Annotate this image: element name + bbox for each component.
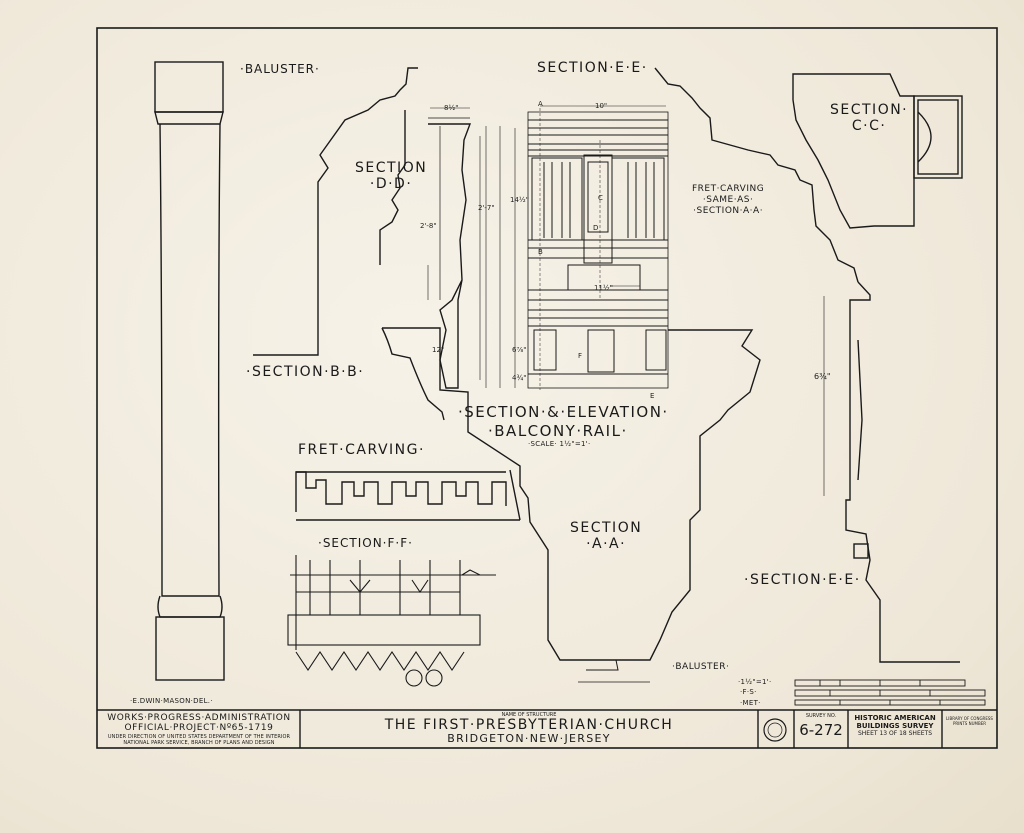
library-line2: PRINTS NUMBER — [952, 721, 987, 726]
sheet-info: SHEET 13 OF 18 SHEETS — [857, 730, 932, 737]
seal-graphic — [763, 718, 787, 742]
baluster-drawing — [154, 61, 225, 681]
label-section-aa: SECTION ·A·A· — [570, 520, 643, 552]
section-ee-top-profile — [654, 67, 859, 283]
agency-line3: UNDER DIRECTION OF UNITED STATES DEPARTM… — [107, 734, 291, 740]
balcony-rail-profile — [428, 123, 472, 389]
label-baluster-bottom: ·BALUSTER· — [672, 662, 730, 672]
scale-label-1: ·1½"=1'· — [738, 678, 772, 686]
label-section-cc: SECTION· C·C· — [830, 102, 909, 134]
dim-14-5: 14½" — [510, 196, 529, 204]
dim-10: 10" — [595, 102, 608, 110]
title-block-agency: WORKS·PROGRESS·ADMINISTRATION OFFICIAL·P… — [98, 713, 300, 746]
scale-label-2: ·F·S· — [740, 688, 757, 696]
survey-caption: SURVEY NO. — [805, 713, 837, 719]
label-balcony-rail: ·BALCONY·RAIL· — [488, 422, 628, 440]
label-section-ff: ·SECTION·F·F· — [318, 536, 413, 550]
letter-d: D — [593, 224, 599, 232]
label-section-elevation: ·SECTION·&·ELEVATION· — [458, 403, 669, 421]
section-bb-profile — [253, 67, 418, 356]
label-section-bb: ·SECTION·B·B· — [246, 364, 365, 380]
dim-6-3-4: 6¾" — [814, 372, 831, 381]
label-scale: ·SCALE· 1½"=1'· — [528, 440, 591, 448]
agency-line1: WORKS·PROGRESS·ADMINISTRATION — [107, 713, 291, 723]
structure-location: BRIDGETON·NEW·JERSEY — [447, 732, 611, 745]
label-section-ee-top: SECTION·E·E· — [537, 60, 648, 76]
letter-c: C — [598, 194, 603, 202]
label-section-ee-right: ·SECTION·E·E· — [744, 572, 861, 588]
label-fret-same: FRET·CARVING ·SAME·AS· ·SECTION·A·A· — [692, 184, 765, 216]
title-block-survey: SURVEY NO. 6-272 — [794, 713, 848, 741]
dim-2-7: 2'-7" — [478, 204, 495, 212]
sheet-border — [96, 27, 998, 749]
habs-line2: BUILDINGS SURVEY — [856, 722, 934, 730]
section-aa-outline — [382, 327, 761, 661]
agency-line4: NATIONAL PARK SERVICE, BRANCH OF PLANS A… — [123, 740, 275, 746]
dim-11-5: 11½" — [594, 284, 613, 292]
label-baluster-top: ·BALUSTER· — [240, 62, 320, 76]
balcony-rail-elevation — [527, 111, 669, 389]
structure-name: THE FIRST·PRESBYTERIAN·CHURCH — [384, 717, 674, 733]
letter-a: A — [538, 100, 543, 108]
library-line1: LIBRARY OF CONGRESS — [946, 716, 993, 721]
fret-carving-pattern — [295, 471, 507, 512]
section-cc-outline — [792, 73, 915, 229]
dim-12: 12" — [432, 346, 445, 354]
section-ee-right-profile — [845, 281, 960, 663]
dim-8-5: 8½" — [444, 104, 459, 112]
name-caption: NAME OF STRUCTURE — [501, 712, 557, 718]
letter-b: B — [538, 248, 543, 256]
label-delineator: ·E.DWIN·MASON·DEL.· — [130, 697, 213, 705]
section-ff-drawing — [287, 555, 496, 687]
habs-line1: HISTORIC AMERICAN — [854, 714, 936, 722]
dim-6-7-8: 6⅞" — [512, 346, 527, 354]
letter-e: E — [650, 392, 655, 400]
section-dd-profile — [379, 110, 406, 265]
scale-label-3: ·MET· — [740, 699, 761, 707]
title-block-library: LIBRARY OF CONGRESS PRINTS NUMBER — [942, 716, 997, 726]
label-section-dd: SECTION ·D·D· — [355, 160, 428, 192]
letter-f: F — [578, 352, 583, 360]
label-fret-carving: FRET·CARVING· — [298, 442, 425, 458]
graphic-scales — [794, 679, 986, 706]
dim-2-8: 2'-8" — [420, 222, 437, 230]
title-block-structure: NAME OF STRUCTURE THE FIRST·PRESBYTERIAN… — [300, 712, 758, 745]
survey-number: 6-272 — [799, 721, 843, 739]
dim-4-3-4: 4¾" — [512, 374, 527, 382]
title-block-habs: HISTORIC AMERICAN BUILDINGS SURVEY SHEET… — [848, 714, 942, 737]
agency-line2: OFFICIAL·PROJECT·Nº65-1719 — [124, 723, 274, 733]
